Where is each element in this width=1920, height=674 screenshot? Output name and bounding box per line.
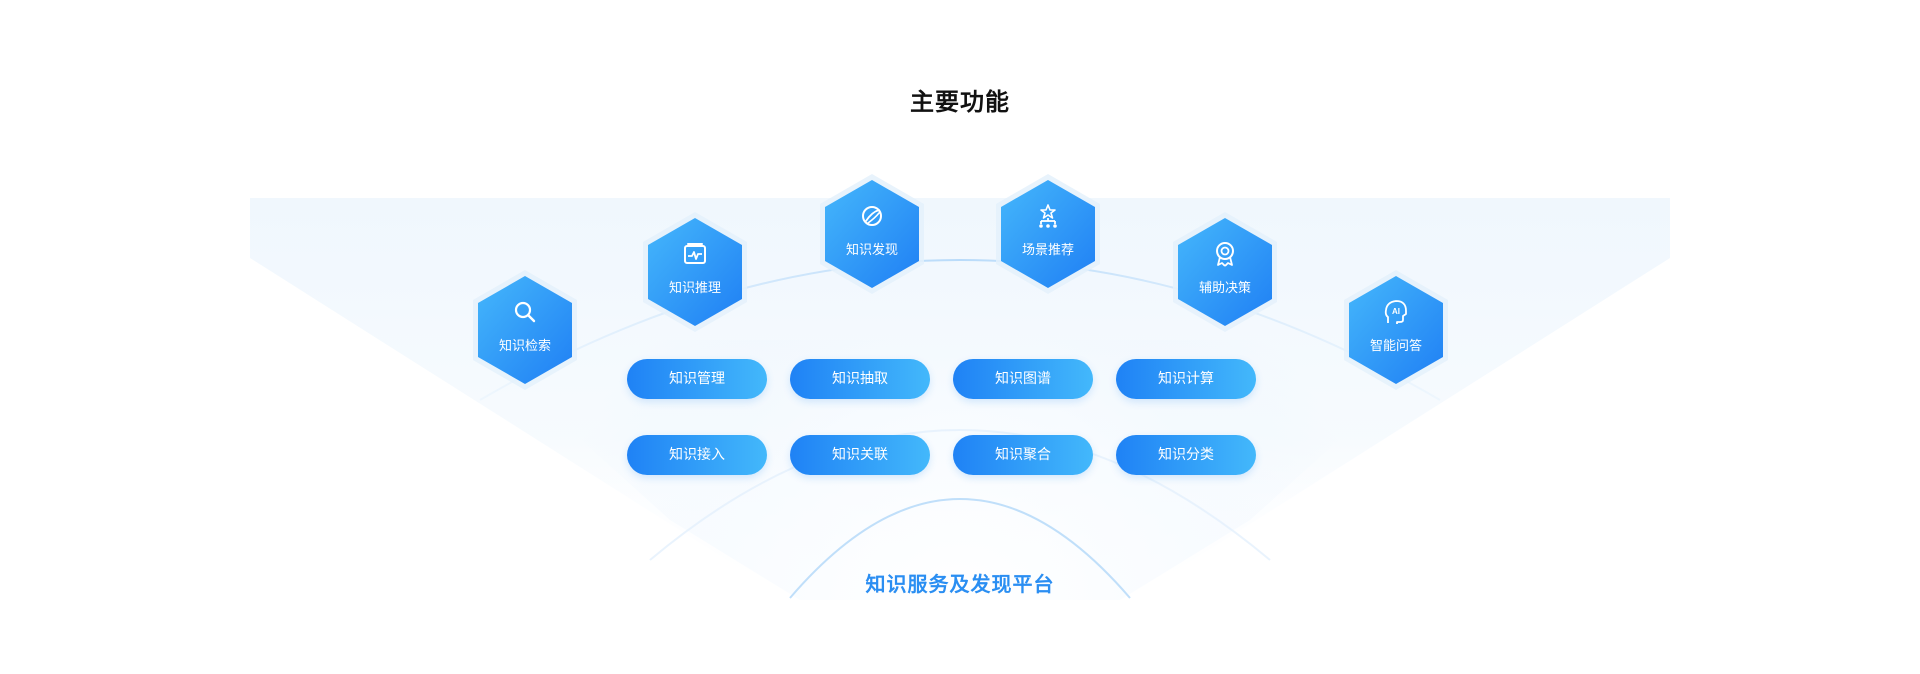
capability-pill[interactable]: 知识计算 (1116, 359, 1256, 399)
function-hex-qa[interactable]: AI 智能问答 (1336, 270, 1456, 390)
ai-head-icon: AI (1383, 299, 1409, 325)
hexagon-shape (820, 174, 924, 294)
function-label: 辅助决策 (1198, 281, 1251, 296)
function-label: 知识发现 (845, 243, 898, 258)
platform-label: 知识服务及发现平台 (865, 572, 1055, 596)
award-badge-icon (1212, 241, 1238, 267)
svg-text:AI: AI (1392, 307, 1400, 316)
capability-pill[interactable]: 知识抽取 (790, 359, 930, 399)
capability-pill[interactable]: 知识分类 (1116, 435, 1256, 475)
capability-pill[interactable]: 知识关联 (790, 435, 930, 475)
function-label: 知识推理 (668, 281, 721, 296)
capability-pill[interactable]: 知识接入 (627, 435, 767, 475)
page-title: 主要功能 (910, 87, 1010, 116)
hexagon-shape (1344, 270, 1448, 390)
hexagon-shape (996, 174, 1100, 294)
hexagon-shape (473, 270, 577, 390)
function-label: 知识检索 (498, 339, 551, 354)
function-label: 智能问答 (1369, 339, 1422, 354)
function-hex-decision[interactable]: 辅助决策 (1165, 212, 1285, 332)
function-hex-reasoning[interactable]: 知识推理 (635, 212, 755, 332)
capability-pill[interactable]: 知识聚合 (953, 435, 1093, 475)
hexagon-shape (643, 212, 747, 332)
hexagon-shape (1173, 212, 1277, 332)
function-label: 场景推荐 (1021, 243, 1074, 258)
monitor-chart-icon (682, 241, 708, 267)
network-star-icon (1035, 203, 1061, 229)
planet-icon (859, 203, 885, 229)
function-hex-retrieval[interactable]: 知识检索 (465, 270, 585, 390)
function-hex-discovery[interactable]: 知识发现 (812, 174, 932, 294)
search-icon (512, 299, 538, 325)
function-hex-recommendation[interactable]: 场景推荐 (988, 174, 1108, 294)
capability-pill[interactable]: 知识管理 (627, 359, 767, 399)
capability-pill[interactable]: 知识图谱 (953, 359, 1093, 399)
